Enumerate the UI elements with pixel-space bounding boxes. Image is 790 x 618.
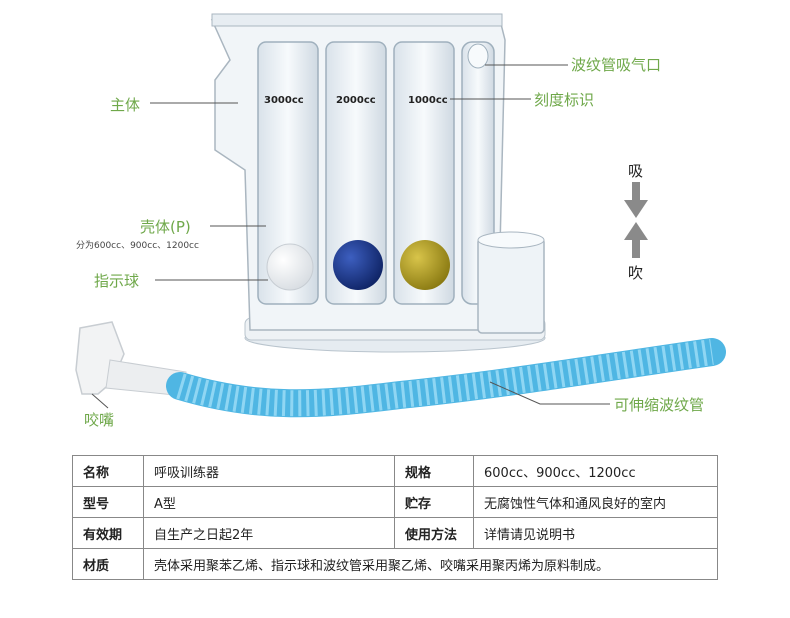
label-bellows-inlet: 波纹管吸气口 (571, 56, 662, 74)
leader-flexible-tube (489, 381, 610, 405)
leader-mouthpiece (91, 393, 109, 409)
inhale-label: 吸 (628, 162, 644, 180)
table-row: 材质 壳体采用聚苯乙烯、指示球和波纹管采用聚乙烯、咬嘴采用聚丙烯为原料制成。 (72, 548, 718, 580)
spec-key: 规格 (394, 455, 474, 487)
table-row: 型号 A型 贮存 无腐蚀性气体和通风良好的室内 (72, 486, 718, 518)
exhale-arrow-icon (624, 222, 648, 258)
flexible-tube-ribs (176, 339, 714, 417)
label-shell-note: 分为600cc、900cc、1200cc (76, 241, 199, 251)
leader-lines (91, 64, 610, 409)
spec-value: A型 (143, 486, 395, 518)
indicator-ball-blue (333, 240, 383, 290)
chamber-3: 1000cc (393, 41, 455, 305)
spec-key: 贮存 (394, 486, 474, 518)
spec-key: 有效期 (72, 517, 144, 549)
spec-key: 材质 (72, 548, 144, 580)
label-shell: 壳体(P) (140, 218, 191, 236)
spec-value: 呼吸训练器 (143, 455, 395, 487)
spec-key: 名称 (72, 455, 144, 487)
spec-table: 名称 呼吸训练器 规格 600cc、900cc、1200cc 型号 A型 贮存 … (72, 455, 718, 580)
bellows-inlet (467, 43, 489, 69)
spec-key: 型号 (72, 486, 144, 518)
chamber-2: 2000cc (325, 41, 387, 305)
table-row: 有效期 自生产之日起2年 使用方法 详情请见说明书 (72, 517, 718, 549)
chamber-1-scale: 3000cc (264, 95, 304, 106)
inhale-arrow-icon (624, 182, 648, 218)
label-indicator-ball: 指示球 (94, 272, 140, 290)
spec-value: 600cc、900cc、1200cc (473, 455, 718, 487)
chamber-1: 3000cc (257, 41, 319, 305)
spec-value: 无腐蚀性气体和通风良好的室内 (473, 486, 718, 518)
indicator-ball-yellow (400, 240, 450, 290)
spirometer-drawing: 3000cc 2000cc 1000cc (75, 13, 726, 418)
side-cup-rim (477, 231, 545, 249)
spec-key: 使用方法 (394, 517, 474, 549)
indicator-ball-white (266, 243, 314, 291)
spec-value: 详情请见说明书 (473, 517, 718, 549)
chamber-3-scale: 1000cc (408, 95, 448, 106)
table-row: 名称 呼吸训练器 规格 600cc、900cc、1200cc (72, 455, 718, 487)
top-rim (211, 13, 503, 27)
product-illustration: 3000cc 2000cc 1000cc (75, 13, 726, 429)
label-mouthpiece: 咬嘴 (84, 411, 115, 429)
spec-value: 壳体采用聚苯乙烯、指示球和波纹管采用聚乙烯、咬嘴采用聚丙烯为原料制成。 (143, 548, 718, 580)
label-scale-mark: 刻度标识 (534, 91, 595, 109)
exhale-label: 吹 (628, 264, 644, 282)
label-main-body: 主体 (110, 96, 141, 114)
side-cup (477, 237, 545, 334)
spec-value: 自生产之日起2年 (143, 517, 395, 549)
label-flexible-tube: 可伸缩波纹管 (614, 396, 705, 414)
chamber-2-scale: 2000cc (336, 95, 376, 106)
